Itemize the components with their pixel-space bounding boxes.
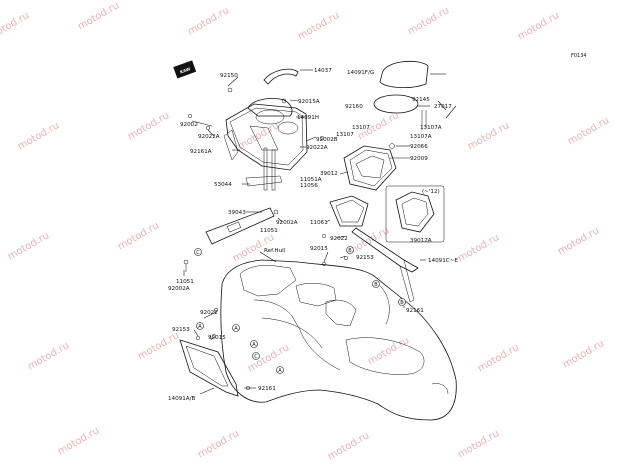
part-label: 92022A [306, 145, 328, 151]
watermark-layer: motod.ru motod.ru motod.ru motod.ru moto… [0, 0, 611, 462]
watermark-text: motod.ru [476, 342, 521, 374]
part-label: 92002A [168, 286, 190, 292]
part-label: 13107A [420, 125, 442, 131]
storage-bin-assembly [329, 60, 445, 243]
watermark-text: motod.ru [6, 230, 51, 262]
callout-b [346, 246, 354, 254]
part-label: 92002B [316, 137, 338, 143]
part-label: 14091H [297, 115, 319, 121]
watermark-text: motod.ru [56, 425, 101, 457]
part-label: 92161 [258, 386, 276, 392]
part-label: 92153 [356, 255, 374, 261]
callout-a-label: A [198, 324, 202, 330]
part-label: 11061 [310, 220, 328, 226]
callout-a-label: A [278, 368, 282, 374]
part-label: 14091A/B [168, 396, 196, 402]
callout-c-label: C [254, 354, 258, 360]
watermark-text: motod.ru [26, 340, 71, 372]
watermark-text: motod.ru [116, 220, 161, 252]
part-label: 39012A [410, 238, 432, 244]
figure-code: F0134 [571, 53, 587, 59]
part-label: 92002A [276, 220, 298, 226]
part-label: 13107 [352, 125, 370, 131]
watermark-text: motod.ru [16, 120, 61, 152]
part-label: 13107A [410, 134, 432, 140]
callout-a [276, 366, 284, 374]
watermark-text: motod.ru [561, 338, 606, 370]
watermark-text: motod.ru [326, 430, 371, 462]
watermark-text: motod.ru [296, 10, 341, 42]
part-label: 92066 [410, 144, 428, 150]
part-label: 53044 [214, 182, 232, 188]
watermark-text: motod.ru [466, 120, 511, 152]
watermark-text: motod.ru [196, 428, 241, 460]
callout-markers: C B B B A A A C A [194, 246, 406, 374]
watermark-text: motod.ru [126, 110, 171, 142]
callout-b-label: B [348, 248, 352, 254]
ref-hull-label: Ref.Hull [264, 248, 286, 254]
callout-a [232, 324, 240, 332]
watermark-text: motod.ru [456, 428, 501, 460]
watermark-text: motod.ru [236, 120, 281, 152]
watermark-text: motod.ru [456, 232, 501, 264]
callout-b-label: B [400, 300, 404, 306]
watermark-text: motod.ru [556, 225, 601, 257]
part-label: 11056 [300, 183, 318, 189]
callout-a-label: A [252, 342, 256, 348]
bracket-39043 [183, 207, 279, 272]
part-label: 92022A [198, 134, 220, 140]
watermark-text: motod.ru [516, 10, 561, 42]
part-label: 13107 [336, 132, 354, 138]
part-label: 92002 [180, 122, 198, 128]
kawasaki-logo: KAW [173, 60, 197, 79]
part-label: 14091C~E [428, 258, 458, 264]
part-label: 27017 [434, 104, 452, 110]
part-label: 92022 [330, 236, 348, 242]
leader-lines [183, 69, 457, 395]
callout-a [250, 340, 258, 348]
watermark-text: motod.ru [566, 115, 611, 147]
part-label: 14091F/G [347, 70, 374, 76]
part-label: 92015 [208, 335, 226, 341]
watermark-text: motod.ru [0, 10, 31, 42]
part-label: 39043 [228, 210, 246, 216]
part-label: 92160 [345, 104, 363, 110]
watermark-text: motod.ru [346, 225, 391, 257]
callout-a-label: A [234, 326, 238, 332]
part-label: 92009 [410, 156, 428, 162]
part-label: 92015 [310, 246, 328, 252]
watermark-text: motod.ru [186, 5, 231, 37]
callout-b [372, 280, 380, 288]
part-label: 92145 [412, 97, 430, 103]
part-label: 92161 [406, 308, 424, 314]
part-label: 92022 [200, 310, 218, 316]
watermark-text: motod.ru [76, 0, 121, 32]
callout-c [252, 352, 260, 360]
watermark-text: motod.ru [406, 5, 451, 37]
part-label: 11051A [300, 177, 322, 183]
part-label: 92150 [220, 73, 238, 79]
hull-deck [179, 227, 457, 421]
part-label: 11051 [176, 279, 194, 285]
fasteners [187, 87, 349, 391]
part-labels: 14037 14091F/G 92150 92015A 92160 92145 … [168, 68, 458, 402]
callout-a [196, 322, 204, 330]
part-label: 14037 [314, 68, 332, 74]
svg-text:KAW: KAW [179, 66, 191, 74]
part-label: 92161A [190, 149, 212, 155]
callout-c [194, 248, 202, 256]
part-label: 92015A [298, 99, 320, 105]
part-label: (~'12) [422, 189, 440, 195]
watermark-text: motod.ru [136, 330, 181, 362]
callout-c-label: C [196, 250, 200, 256]
part-label: 39012 [320, 171, 338, 177]
part-label: 92153 [172, 327, 190, 333]
part-label: 11051 [260, 228, 278, 234]
callout-b [398, 298, 406, 306]
meter-console-assembly [223, 68, 308, 191]
callout-b-label: B [374, 282, 378, 288]
